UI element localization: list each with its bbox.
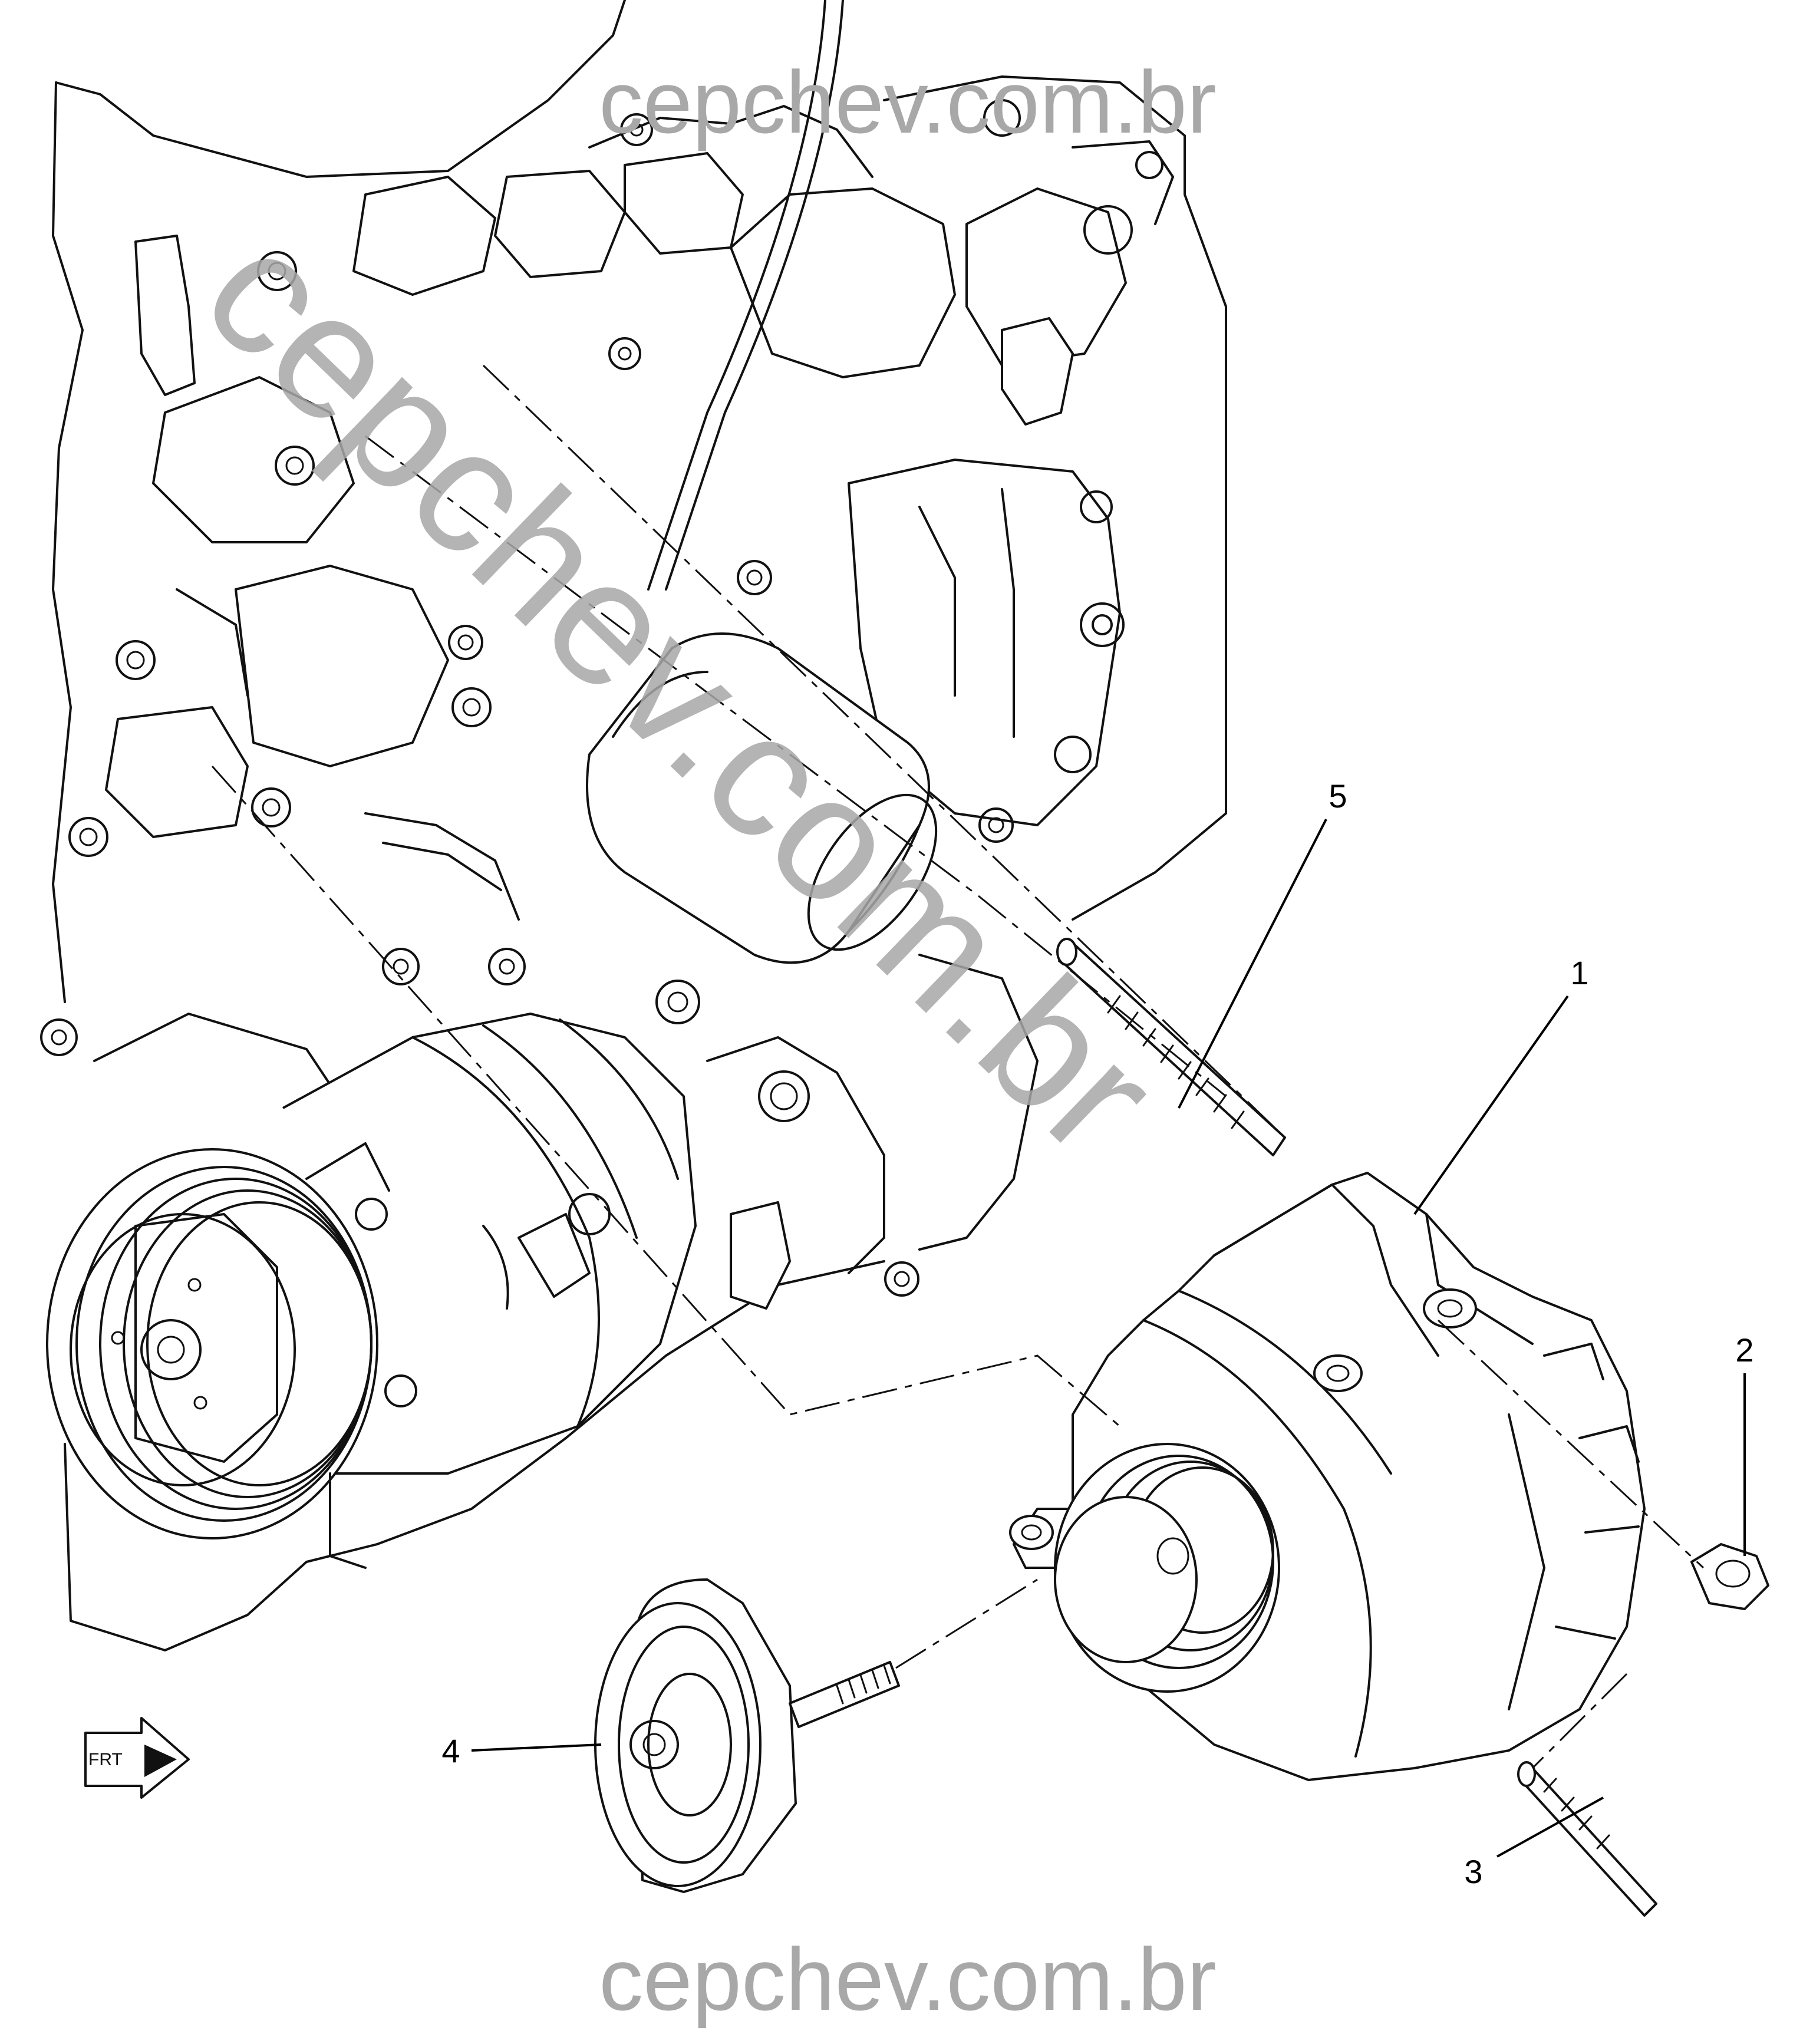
generator-pulley: [1054, 1443, 1280, 1693]
front-direction-indicator: FRT: [84, 1717, 190, 1799]
callout-leader-3: [1496, 1796, 1604, 1858]
idler-pulley: [594, 1578, 900, 1893]
ac-compressor: [46, 1013, 697, 1569]
watermark-top: cepchev.com.br: [599, 52, 1217, 151]
assembly-center-lines: [211, 364, 1705, 1769]
engine-bolts: [40, 113, 1014, 1297]
callout-leader-4: [471, 1743, 602, 1752]
callout-leader-1: [1413, 995, 1569, 1215]
callout-4: 4: [441, 1732, 460, 1769]
oil-filter: [586, 632, 938, 964]
callout-2: 2: [1735, 1331, 1753, 1369]
callouts: 5 1 2 3 4: [441, 777, 1753, 1890]
front-direction-label: FRT: [88, 1750, 123, 1769]
generator-nut: [1690, 1543, 1769, 1610]
callout-3: 3: [1464, 1853, 1482, 1890]
callout-5: 5: [1329, 777, 1347, 815]
engine-block: [40, 0, 1227, 1651]
ac-compressor-pulley: [46, 1148, 378, 1539]
generator-stud-upper: [1056, 938, 1286, 1156]
callout-1: 1: [1570, 954, 1588, 991]
generator-stud-lower: [1517, 1761, 1657, 1917]
generator-assembly: [1009, 1172, 1646, 1781]
watermark-bottom: cepchev.com.br: [599, 1930, 1217, 2029]
callout-leader-5: [1178, 819, 1327, 1109]
